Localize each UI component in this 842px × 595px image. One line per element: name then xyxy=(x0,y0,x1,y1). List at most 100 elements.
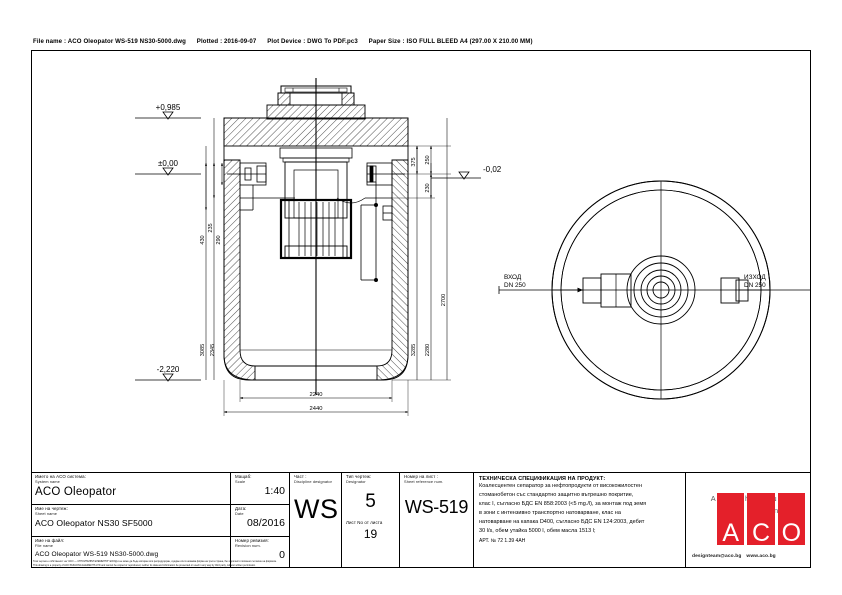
elev-top: +0,985 xyxy=(156,103,181,112)
title-block: Името на ACO система: System name ACO Ol… xyxy=(31,472,811,568)
file-name-label-en: File name xyxy=(35,542,53,548)
logo-square-o: O xyxy=(777,493,805,547)
logo-letter-c: C xyxy=(751,519,771,547)
dims-left xyxy=(204,118,224,380)
sheet-ref-label-en: Sheet reference num. xyxy=(404,478,444,484)
plot-header: File name : ACO Oleopator WS-519 NS30-50… xyxy=(33,38,542,45)
tb-discipline: Част : Discipline designator WS xyxy=(290,473,342,568)
copyright-disclaimer: Този чертеж е собственост на "АСО — СТРО… xyxy=(33,560,808,567)
tb-revision: Номер ревизия: Revision num. 0 xyxy=(231,537,289,568)
dims-bottom xyxy=(223,380,409,416)
designator-value: 5 xyxy=(365,491,376,513)
system-name-value: ACO Oleopator xyxy=(35,486,117,499)
dim-375: 375 xyxy=(411,157,417,166)
tb-brand: ACO . The Future of Drainage. designteam… xyxy=(686,473,811,568)
tb-scale-column: Мащаб: Scale 1:40 Дата: Date 08/2016 Ном… xyxy=(231,473,290,568)
file-name-value: ACO Oleopator WS-519 NS30-5000.dwg xyxy=(35,550,159,558)
logo-letter-o: O xyxy=(781,519,802,547)
file-name-label-bg: Име на файл: xyxy=(35,538,65,543)
sheet-of-label-bg: Лист No от листа xyxy=(346,520,383,526)
spec-line-1: Коалесцентен сепаратор за нефтопродукти … xyxy=(479,483,643,489)
sheet-ref-label-bg: Номер на лист : xyxy=(404,474,438,479)
outlet-dn: DN 250 xyxy=(744,282,766,289)
tb-sheet-ref: Номер на лист : Sheet reference num. WS-… xyxy=(400,473,474,568)
section-view xyxy=(223,78,409,395)
system-name-label-bg: Името на ACO система: xyxy=(35,474,86,479)
sheet-of-value: 19 xyxy=(363,527,378,541)
date-label-bg: Дата: xyxy=(235,506,247,511)
system-name-label-en: System name xyxy=(35,478,60,484)
revision-label-en: Revision num. xyxy=(235,542,261,548)
plan-labels: ВХОД DN 250 ИЗХОД DN 250 xyxy=(504,274,766,289)
tb-names-column: Името на ACO система: System name ACO Ol… xyxy=(31,473,231,568)
disclaimer-line-en: This drawing is a property of ACO BUILDI… xyxy=(33,563,256,567)
brand-web: www.aco.bg xyxy=(746,554,776,559)
plot-device: Plot Device : DWG To PDF.pc3 xyxy=(267,38,358,45)
sheet-ref-value: WS-519 xyxy=(404,497,469,518)
sheet-name-label-bg: Име на чертеж: xyxy=(35,506,68,511)
dim-2440: 2440 xyxy=(310,406,323,412)
date-value: 08/2016 xyxy=(247,517,285,530)
dim-230: 230 xyxy=(425,183,431,192)
dims-bottom-labels: 2240 2440 xyxy=(310,392,323,412)
spec-line-5: натоварване на капака D400, съгласно БДС… xyxy=(479,519,645,526)
sheet-border xyxy=(31,50,811,568)
tb-specification: ТЕХНИЧЕСКА СПЕЦИФИКАЦИЯ НА ПРОДУКТ: Коал… xyxy=(474,473,686,568)
spec-article-number: АРТ. № 72 1.39 4АН xyxy=(479,537,526,544)
elev-bottom: -2,220 xyxy=(157,365,180,374)
brand-email: designteam@aco.bg xyxy=(692,554,742,559)
dim-250: 250 xyxy=(425,155,431,164)
dim-2345: 2345 xyxy=(210,344,216,356)
logo-square-a: A xyxy=(717,493,745,547)
tb-system-name: Името на ACO система: System name ACO Ol… xyxy=(31,473,230,505)
tb-scale: Мащаб: Scale 1:40 xyxy=(231,473,289,505)
plot-file-name: File name : ACO Oleopator WS-519 NS30-50… xyxy=(33,38,186,45)
dim-2700: 2700 xyxy=(441,294,447,306)
sheet-name-value: ACO Oleopator NS30 SF5000 xyxy=(35,518,153,529)
plot-paper-size: Paper Size : ISO FULL BLEED A4 (297.00 X… xyxy=(368,38,533,45)
spec-line-6: 30 l/s, обем утайка 5000 l, обем масла 1… xyxy=(479,528,596,535)
dims-left-labels: 290 235 430 3085 2345 xyxy=(200,223,222,356)
inlet-label: ВХОД xyxy=(504,274,522,281)
scale-label-bg: Мащаб: xyxy=(235,474,252,479)
dim-3285: 3285 xyxy=(411,344,417,356)
discipline-label-en: Discipline designator xyxy=(294,478,332,484)
dim-2280: 2280 xyxy=(425,344,431,356)
revision-value: 0 xyxy=(279,549,285,562)
inlet-dn: DN 250 xyxy=(504,282,526,289)
brand-slogan-line2: Drainage. xyxy=(686,505,798,517)
dim-290: 290 xyxy=(216,235,222,244)
elevation-marks xyxy=(135,111,481,382)
discipline-value: WS xyxy=(294,494,339,525)
designator-label-en: Designator xyxy=(346,478,366,484)
dim-430: 430 xyxy=(200,235,206,244)
aco-logo: A C O xyxy=(717,493,805,547)
spec-line-2: стоманобетон със стандартно защитно вътр… xyxy=(479,492,634,499)
dims-right-labels: 375 250 230 3285 2280 2700 xyxy=(411,155,447,356)
sheet-name-label-en: Sheet name xyxy=(35,510,57,516)
spec-line-4: в зони с интензивно транспортно натоварв… xyxy=(479,510,621,517)
outlet-label: ИЗХОД xyxy=(744,274,766,281)
dims-right xyxy=(392,118,451,381)
tb-file-name: Име на файл: File name ACO Oleopator WS-… xyxy=(31,537,230,568)
elevation-labels: +0,985 ±0,00 -2,220 -0,02 xyxy=(156,103,502,374)
date-label-en: Date xyxy=(235,510,244,516)
scale-value: 1:40 xyxy=(264,485,285,498)
spec-line-3: клас I, съгласно БДС EN 858:2003 (<5 mg.… xyxy=(479,501,647,508)
plot-plotted-date: Plotted : 2016-09-07 xyxy=(196,38,257,45)
dim-2240: 2240 xyxy=(310,392,323,398)
elev-outlet: -0,02 xyxy=(483,165,502,174)
dim-235: 235 xyxy=(208,223,214,232)
logo-square-c: C xyxy=(747,493,775,547)
discipline-label-bg: Част : xyxy=(294,474,307,479)
logo-letter-a: A xyxy=(722,519,739,547)
tb-date: Дата: Date 08/2016 xyxy=(231,505,289,537)
drawing-area: +0,985 ±0,00 -2,220 -0,02 290 235 430 30… xyxy=(31,50,811,470)
revision-label-bg: Номер ревизия: xyxy=(235,538,269,543)
designator-label-bg: Тип чертеж: xyxy=(346,474,372,479)
disclaimer-line-bg: Този чертеж е собственост на "АСО — СТРО… xyxy=(33,560,277,563)
tb-sheet-name: Име на чертеж: Sheet name ACO Oleopator … xyxy=(31,505,230,537)
elev-zero: ±0,00 xyxy=(158,159,179,168)
spec-title: ТЕХНИЧЕСКА СПЕЦИФИКАЦИЯ НА ПРОДУКТ: xyxy=(479,476,606,482)
